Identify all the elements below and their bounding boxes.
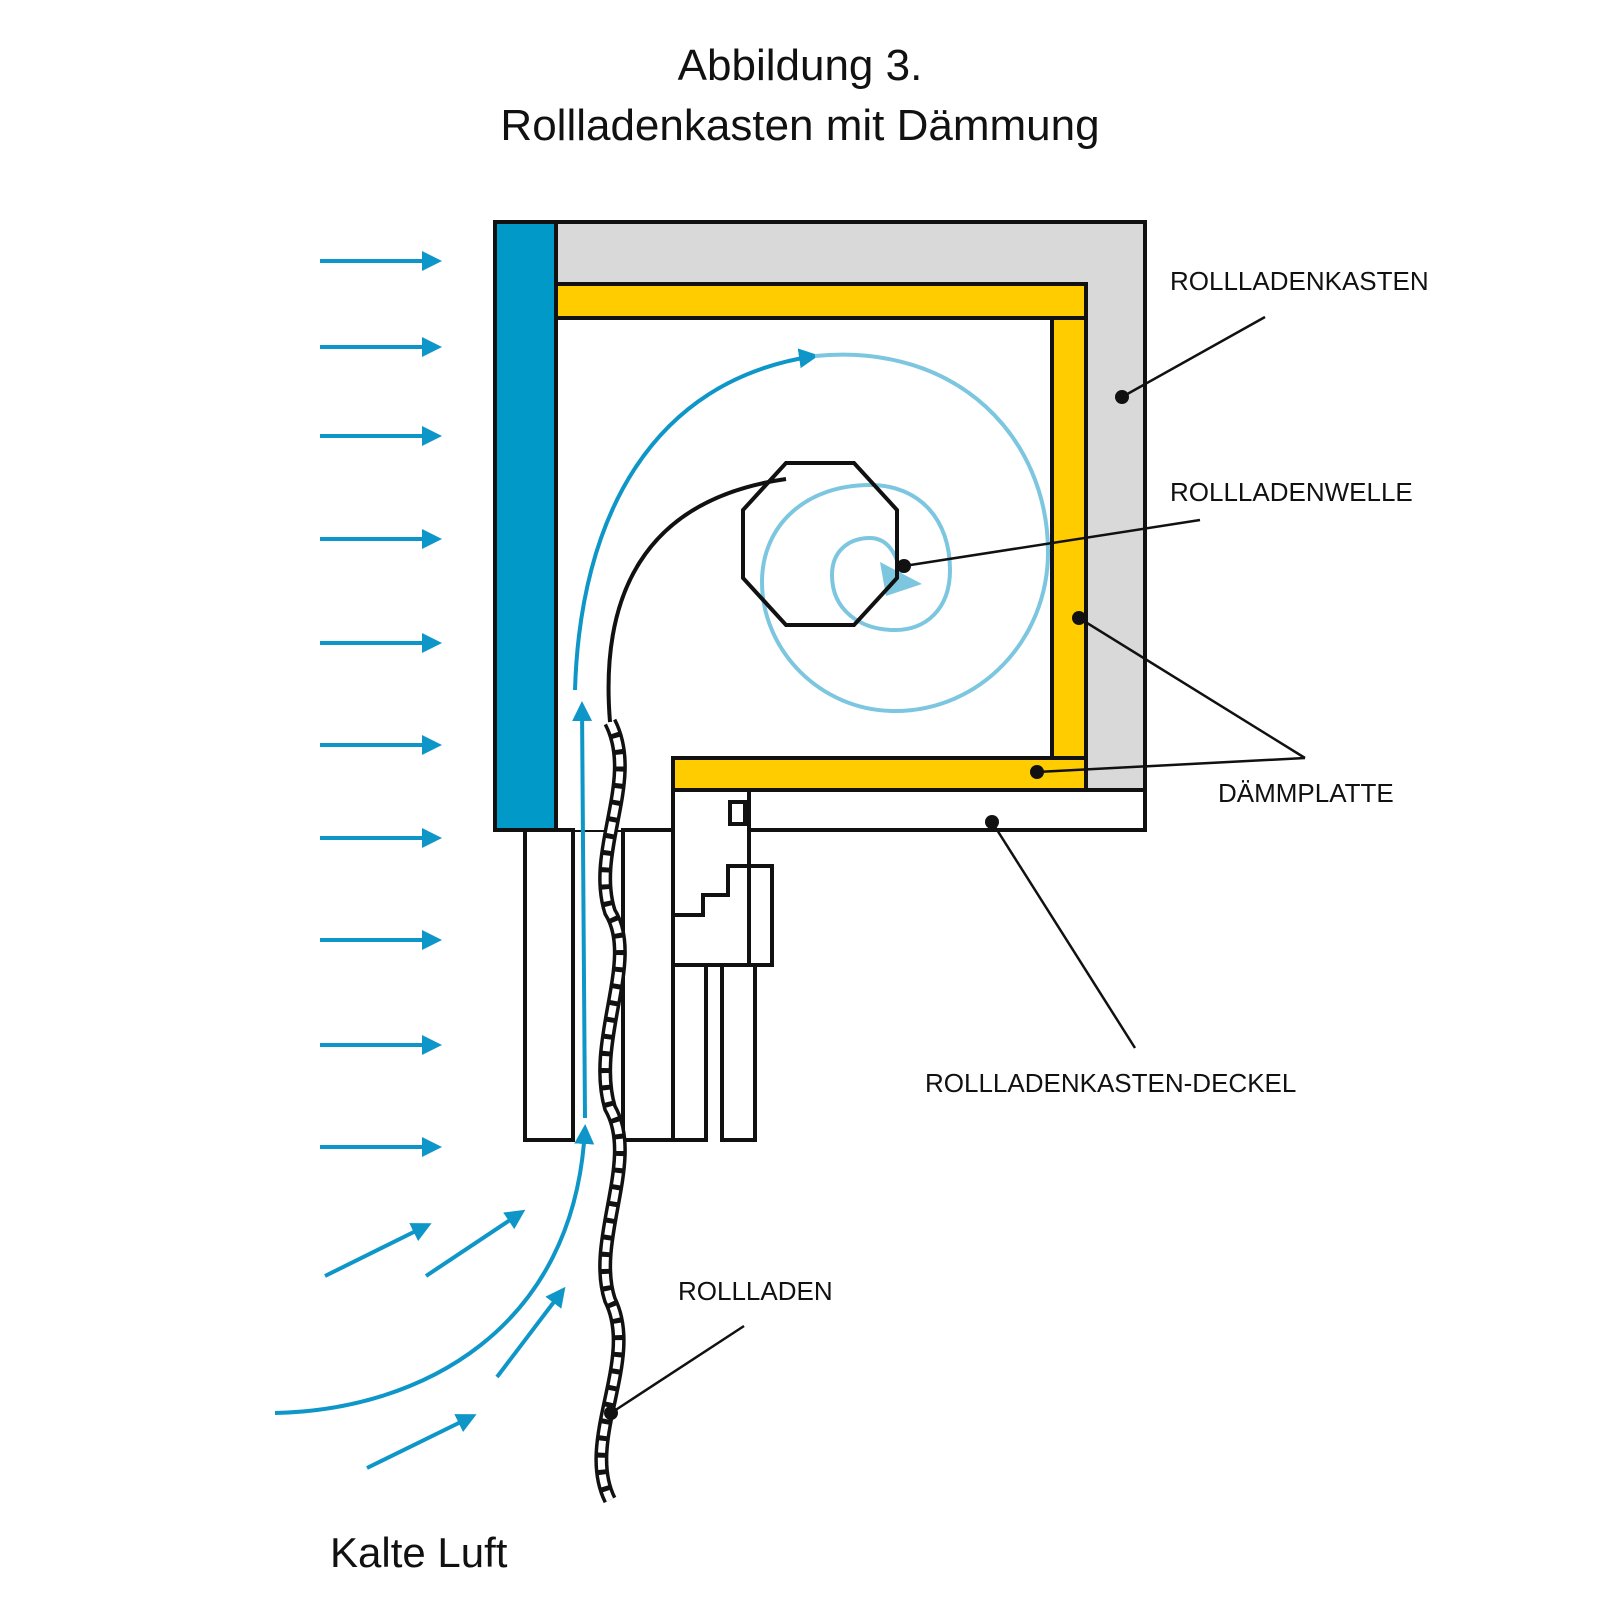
figure-subtitle: Rollladenkasten mit Dämmung xyxy=(500,101,1100,150)
wall xyxy=(493,220,558,832)
leader-lines xyxy=(610,315,1306,1415)
label-insulation: DÄMMPLATTE xyxy=(1218,778,1394,808)
label-shutter: ROLLLADEN xyxy=(678,1276,833,1306)
window-frame xyxy=(523,788,774,1142)
roller-shutter xyxy=(594,477,787,1504)
label-box: ROLLLADENKASTEN xyxy=(1170,266,1429,296)
label-shaft: ROLLLADENWELLE xyxy=(1170,477,1413,507)
insulation-bottom xyxy=(671,756,1088,792)
insulation-top xyxy=(554,282,1088,320)
shutter-shaft xyxy=(741,461,899,627)
figure-title: Abbildung 3. xyxy=(677,41,923,90)
label-cold-air: Kalte Luft xyxy=(330,1529,508,1576)
cold-air-arrows xyxy=(320,251,566,1470)
label-cover: ROLLLADENKASTEN-DECKEL xyxy=(925,1068,1296,1098)
insulation-panels xyxy=(554,282,1088,792)
leader-dots xyxy=(604,390,1129,1420)
